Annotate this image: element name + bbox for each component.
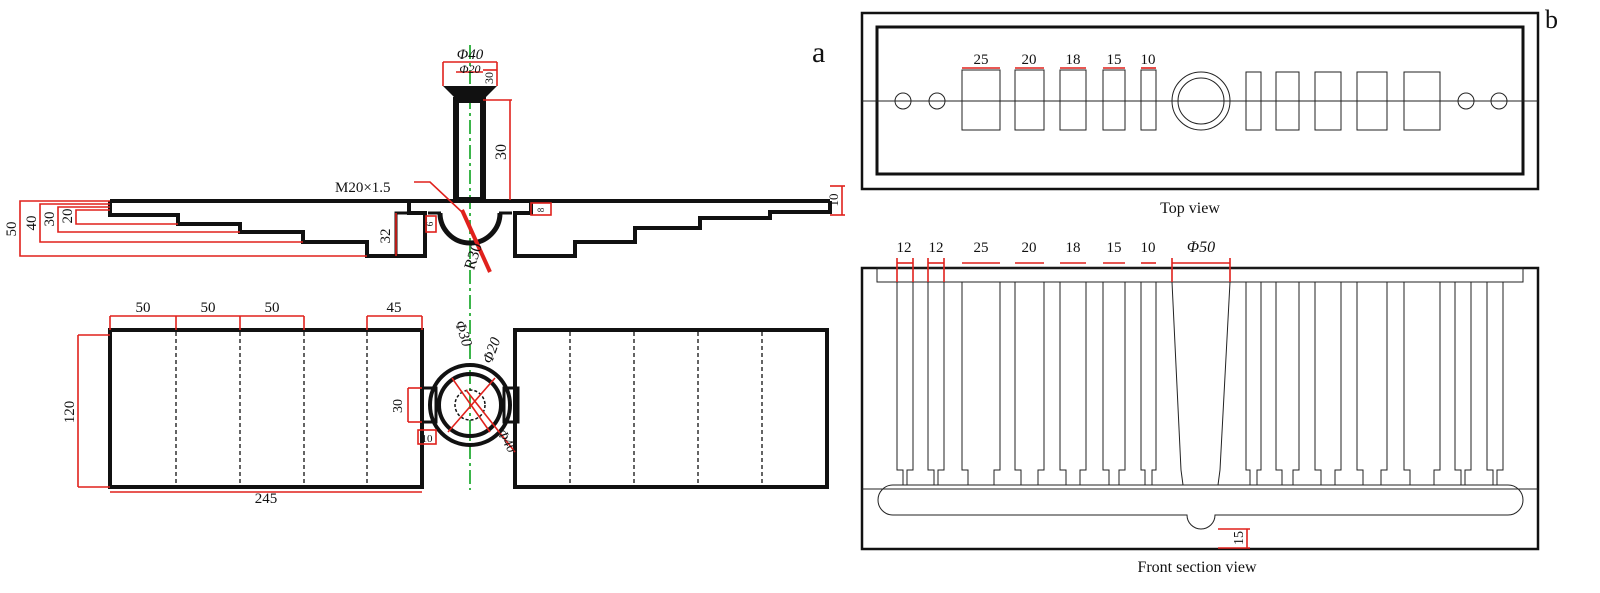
front-top-plate — [876, 267, 1524, 283]
front-dim-15-depth: 15 — [1232, 531, 1247, 545]
dim-phi30: Φ30 — [451, 319, 475, 350]
top-dim-10: 10 — [1141, 52, 1156, 68]
front-dim-10: 10 — [1141, 240, 1156, 256]
sprue-taper — [1171, 281, 1231, 486]
front-dim-25: 25 — [974, 240, 989, 256]
inner-ring — [454, 389, 486, 421]
left-block — [108, 328, 424, 489]
dim-8: 8 — [536, 207, 546, 212]
bowl-arc — [437, 212, 503, 246]
front-view-caption: Front section view — [1137, 559, 1257, 576]
dim-w45: 45 — [387, 300, 402, 316]
dim-10-connector: 10 — [422, 433, 434, 445]
pin-hole-1 — [894, 92, 912, 110]
dim-32: 32 — [378, 229, 394, 244]
dim-r30: R30 — [462, 241, 486, 272]
dim-phi40-top: Φ40 — [457, 47, 484, 63]
pin-hole-3 — [1457, 92, 1475, 110]
gate-slot-r2 — [1275, 71, 1300, 131]
thread-callout: M20×1.5 — [335, 180, 391, 196]
right-stepped-profile — [513, 201, 832, 258]
left-inner-pillar — [394, 211, 427, 258]
gate-slot-25 — [961, 69, 1001, 131]
dim-w50-1: 50 — [136, 300, 151, 316]
front-outer-frame — [860, 266, 1540, 551]
front-dim-12a: 12 — [897, 240, 912, 256]
gate-slot-r4 — [1356, 71, 1388, 131]
section-view: Φ40 Φ20 30 30 M20×1.5 R30 10 8 32 — [4, 47, 845, 273]
dim-30-connector: 30 — [391, 399, 406, 413]
dim-level-20: 20 — [60, 209, 76, 224]
front-dim-20: 20 — [1022, 240, 1037, 256]
dim-120: 120 — [62, 401, 78, 424]
top-dim-20: 20 — [1022, 52, 1037, 68]
front-dim-18: 18 — [1066, 240, 1081, 256]
gate-slot-r1 — [1245, 71, 1262, 131]
dim-level-50: 50 — [4, 222, 20, 237]
left-stepped-profile — [108, 201, 427, 258]
dim-w50-3: 50 — [265, 300, 280, 316]
dim-phi20: Φ20 — [480, 335, 504, 366]
panel-a: a Φ40 Φ — [4, 36, 845, 507]
panel-b: b 25 — [860, 5, 1558, 576]
inlet-funnel — [443, 86, 497, 100]
top-dim-25: 25 — [974, 52, 989, 68]
dim-30-top: 30 — [482, 72, 496, 84]
runner-channel — [877, 484, 1524, 530]
left-connector — [420, 386, 438, 424]
pin-hole-4 — [1490, 92, 1508, 110]
top-dim-18: 18 — [1066, 52, 1081, 68]
sprue-outer — [1171, 71, 1231, 131]
dim-6: 6 — [425, 221, 435, 226]
gate-slot-20 — [1014, 69, 1045, 131]
dim-10-right: 10 — [826, 194, 841, 207]
gate-slot-10 — [1140, 69, 1157, 131]
gate-slot-18 — [1059, 69, 1087, 131]
dim-245: 245 — [255, 491, 278, 507]
panel-a-label: a — [812, 36, 825, 69]
dim-w50-2: 50 — [201, 300, 216, 316]
right-block — [513, 328, 829, 489]
right-connector — [502, 386, 520, 424]
gate-slot-r3 — [1314, 71, 1342, 131]
dim-level-30: 30 — [42, 212, 58, 227]
outer-ring — [428, 363, 512, 447]
middle-ring — [437, 372, 503, 438]
top-view: 25 20 18 15 10 Top view — [860, 11, 1540, 217]
dim-phi20-top: Φ20 — [459, 62, 480, 76]
plan-view: 50 50 50 45 120 245 30 10 Φ30 Φ20 Φ40 — [62, 300, 829, 507]
gate-slot-15 — [1102, 69, 1126, 131]
dim-level-40: 40 — [24, 216, 40, 231]
front-dim-phi50: Φ50 — [1187, 239, 1215, 256]
dim-shaft-30: 30 — [493, 144, 510, 160]
front-dim-12b: 12 — [929, 240, 944, 256]
panel-b-label: b — [1545, 5, 1558, 34]
front-section-view: 12 12 25 20 18 15 10 Φ50 15 Front sectio… — [860, 239, 1540, 576]
front-dim-15: 15 — [1107, 240, 1122, 256]
pin-hole-2 — [928, 92, 946, 110]
top-dim-15: 15 — [1107, 52, 1122, 68]
sprue-inner — [1177, 77, 1225, 125]
gate-slot-r5 — [1403, 71, 1441, 131]
top-view-caption: Top view — [1160, 200, 1220, 217]
